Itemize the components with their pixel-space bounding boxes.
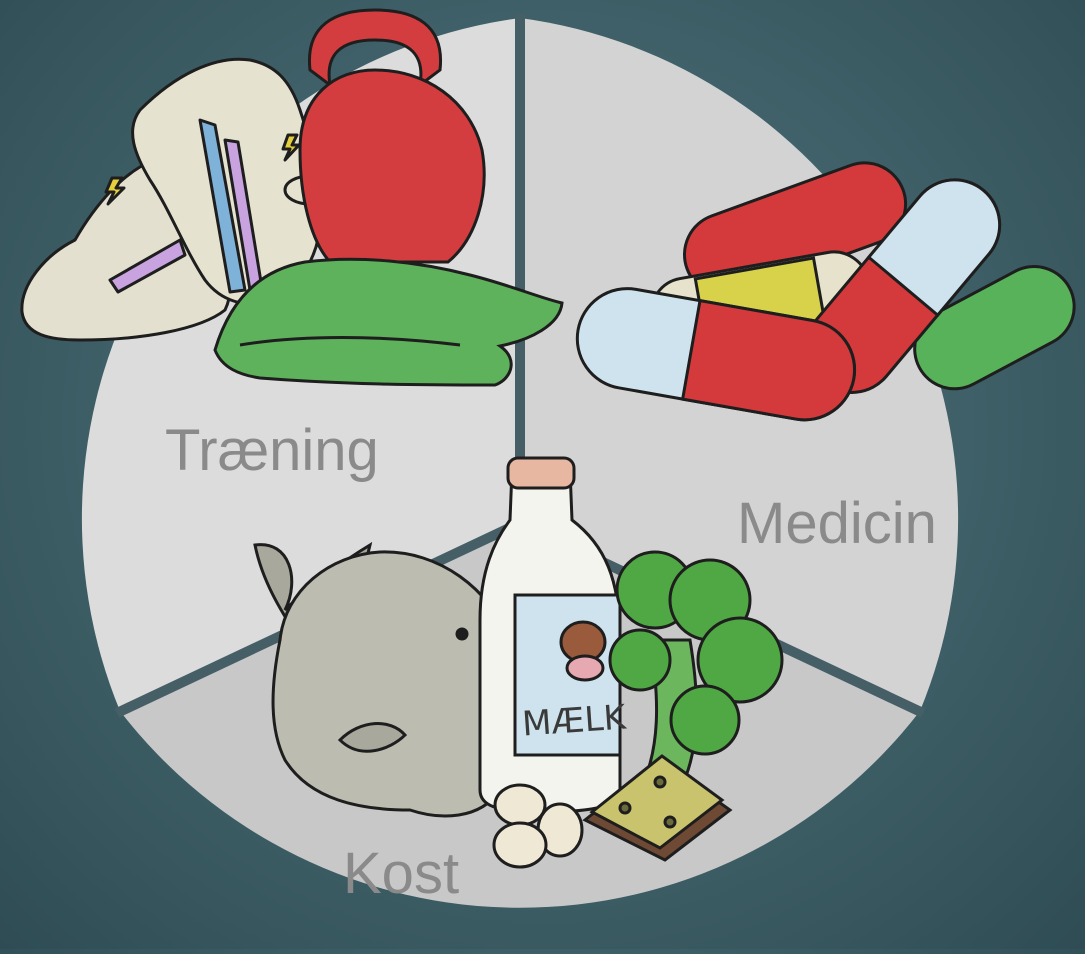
egg	[495, 785, 545, 825]
label-traening: Træning	[165, 418, 379, 483]
cow-icon	[561, 622, 605, 680]
fish-eye	[457, 629, 467, 639]
milk-label-text: MÆLK	[521, 697, 629, 744]
broccoli-floret-5	[610, 630, 670, 690]
label-kost: Kost	[343, 841, 459, 906]
label-medicin: Medicin	[737, 491, 937, 556]
milk-cap	[508, 458, 574, 488]
egg-3	[494, 823, 546, 867]
broccoli-floret-4	[671, 686, 739, 754]
